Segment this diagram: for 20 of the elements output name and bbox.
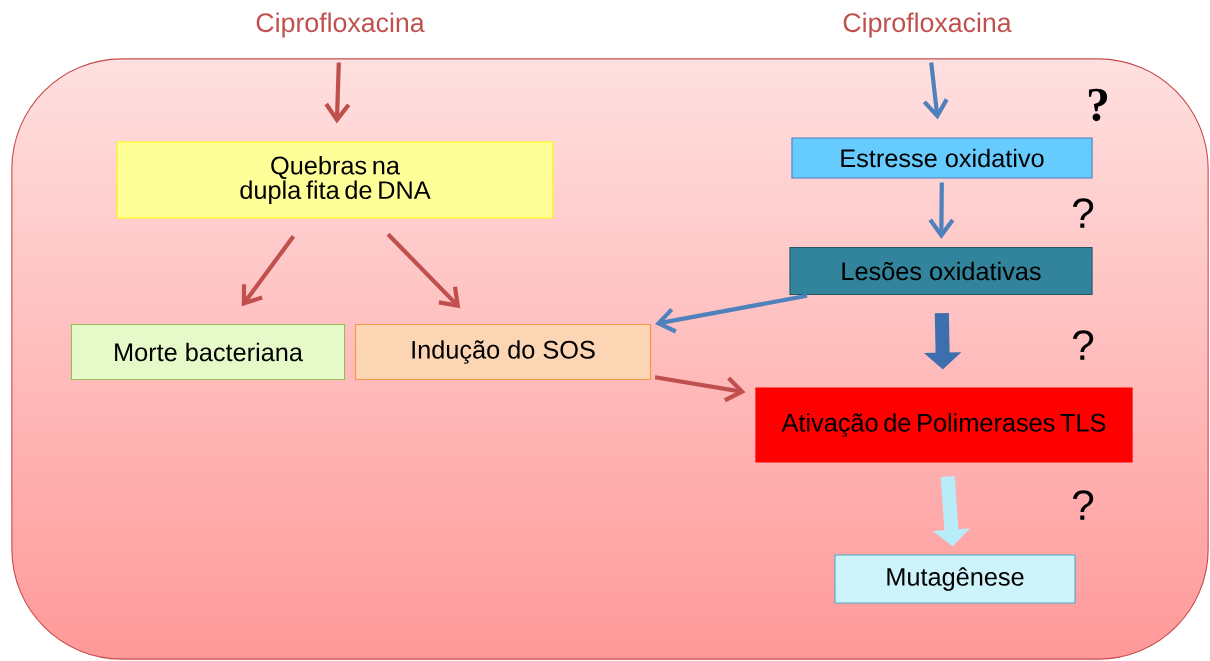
process-box: Lesões oxidativas [789,246,1093,296]
question-mark: ? [1073,198,1094,228]
drug-label: Ciprofloxacina [256,12,425,38]
process-box: Morte bacteriana [70,323,346,381]
arrow [324,62,351,124]
drug-label: Ciprofloxacina [843,12,1012,38]
arrow [922,62,949,120]
process-box: Indução do SOS [354,323,652,381]
process-box: Quebras na dupla fita de DNA [116,141,554,219]
arrow [655,293,808,334]
process-box: Mutagênese [834,554,1076,604]
question-mark: ? [1073,490,1094,520]
process-box: Estresse oxidativo [791,137,1093,179]
arrow [241,235,296,307]
question-mark: ? [1088,88,1108,122]
arrow [928,182,955,239]
process-box: Ativação de Polimerases TLS [755,387,1133,463]
arrow [654,375,746,403]
question-mark: ? [1073,330,1094,360]
arrow [386,232,461,309]
